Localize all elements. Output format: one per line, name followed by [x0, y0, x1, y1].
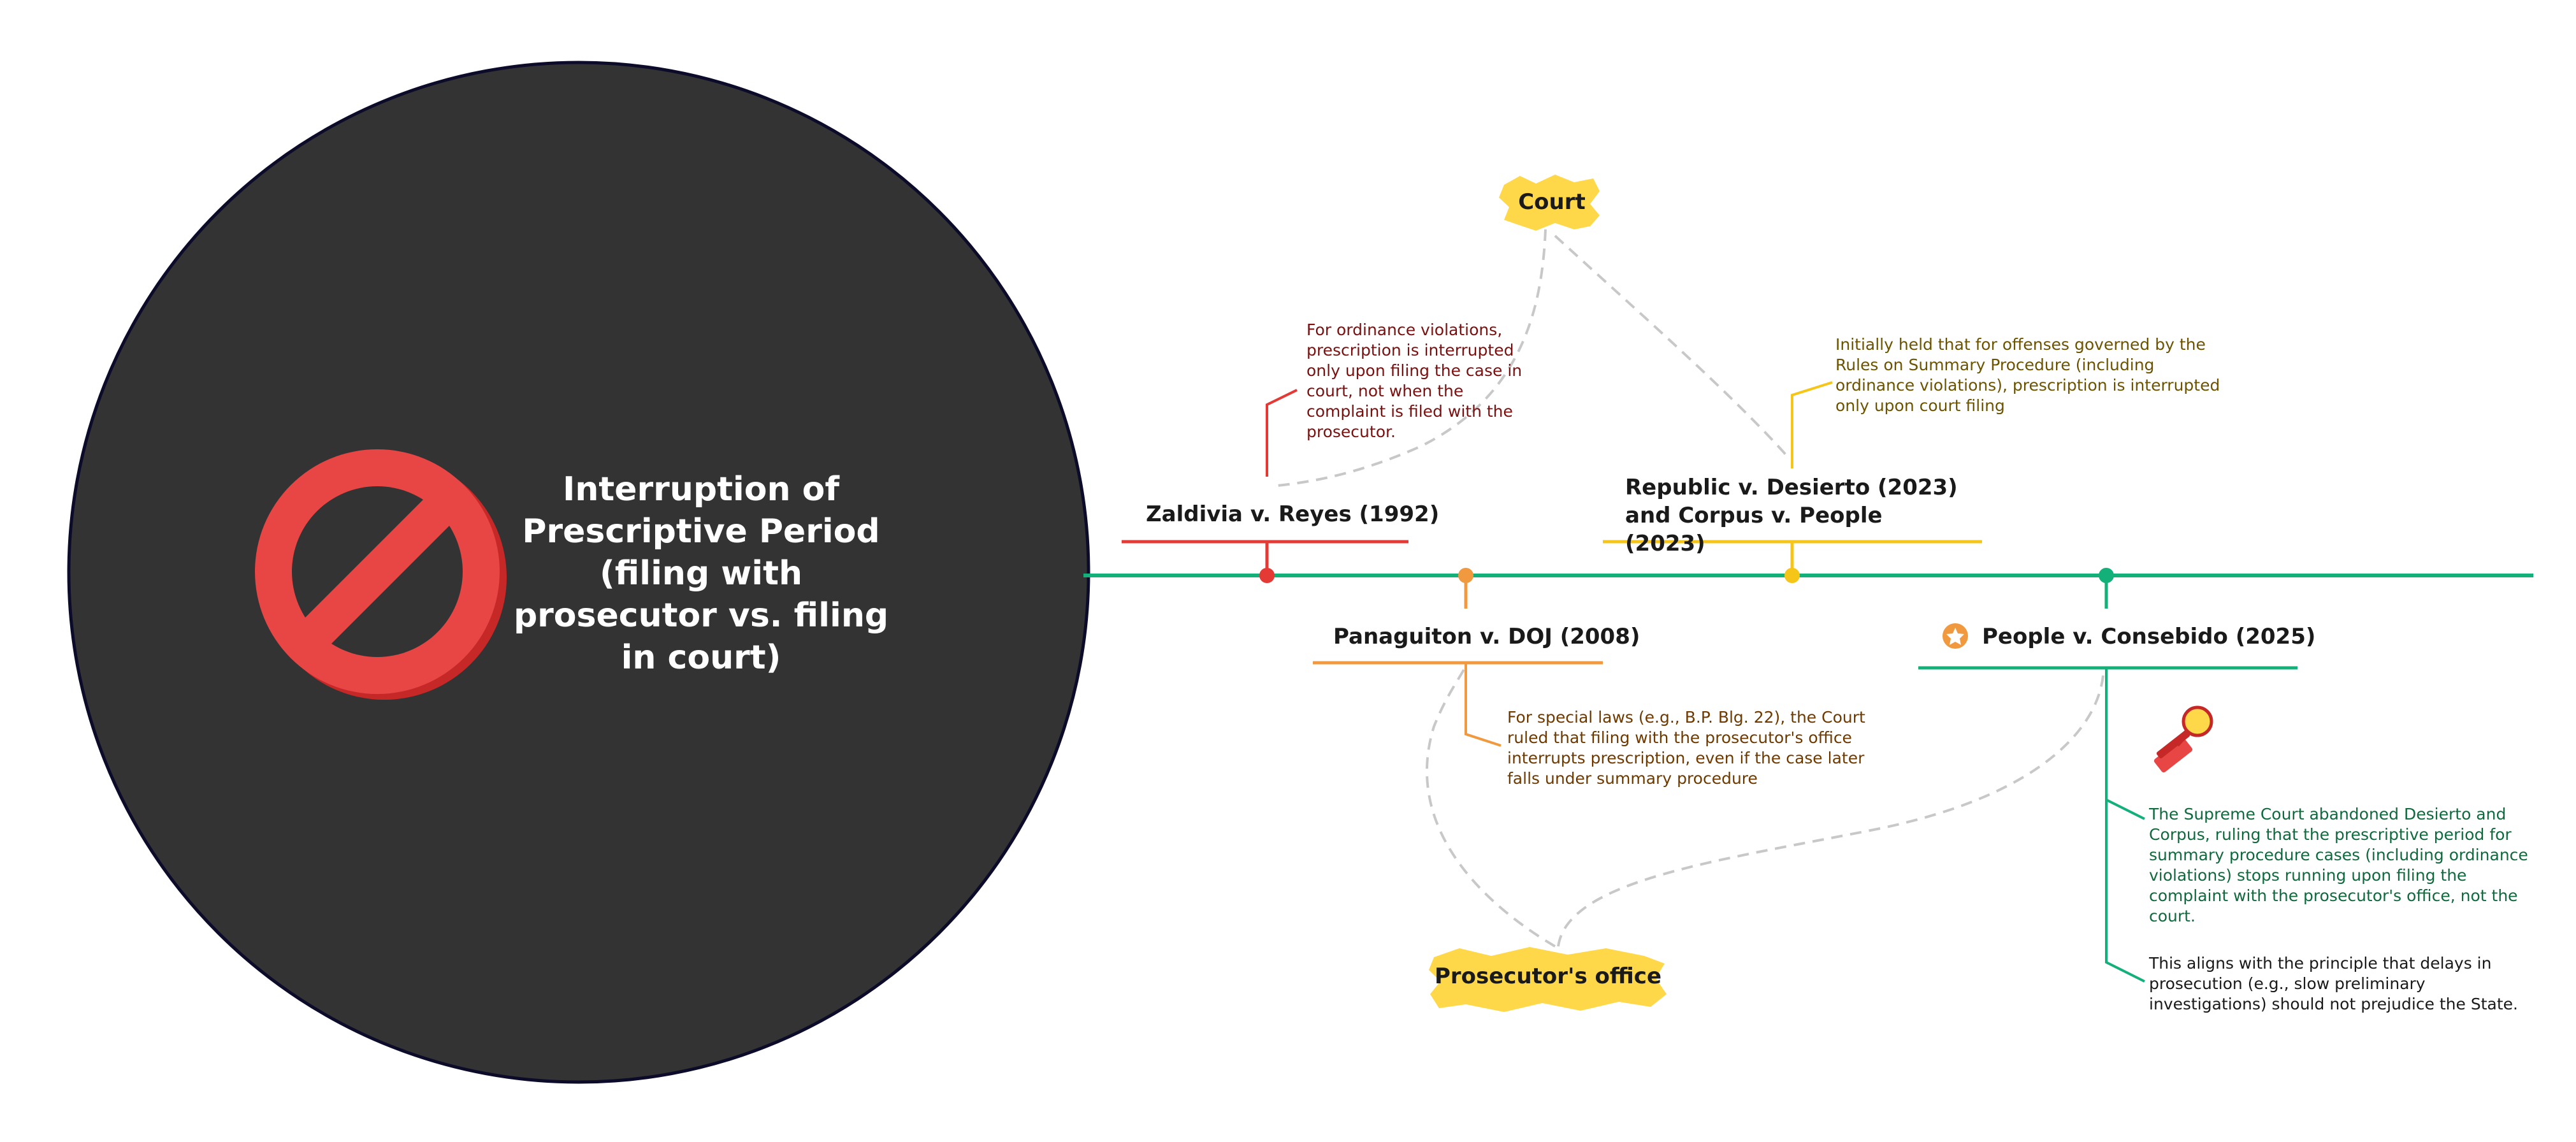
central-topic-circle[interactable] — [67, 61, 1090, 1084]
case-note-consebido-ruling: The Supreme Court abandoned Desierto and… — [2149, 805, 2528, 925]
case-note-zaldivia: For ordinance violations, prescription i… — [1306, 321, 1523, 441]
prosecutor-tag-scribble — [1429, 947, 1667, 1012]
prohibited-icon — [255, 449, 507, 700]
case-title-panaguiton[interactable]: Panaguiton v. DOJ (2008) — [1333, 624, 1640, 649]
central-topic-title[interactable]: Interruption of Prescriptive Period (fil… — [513, 470, 889, 677]
court-tag-scribble — [1499, 175, 1600, 231]
court-tag[interactable]: Court — [1518, 189, 1586, 215]
case-note-desierto-corpus: Initially held that for offenses governe… — [1835, 335, 2220, 415]
star-badge-icon — [1943, 623, 1968, 649]
panaguiton-connector — [1313, 568, 1603, 747]
relationship-lines — [1277, 229, 2104, 948]
rubber-stamp-icon — [2153, 705, 2213, 773]
desierto-connector — [1603, 381, 1982, 583]
case-title-zaldivia[interactable]: Zaldivia v. Reyes (1992) — [1146, 502, 1440, 527]
case-title-consebido[interactable]: People v. Consebido (2025) — [1982, 624, 2316, 649]
consebido-connector — [1918, 568, 2297, 983]
case-note-consebido-principle: This aligns with the principle that dela… — [2149, 954, 2518, 1013]
case-title-desierto-corpus[interactable]: Republic v. Desierto (2023) and Corpus v… — [1625, 475, 1958, 556]
case-note-panaguiton: For special laws (e.g., B.P. Blg. 22), t… — [1507, 708, 1865, 788]
prosecutors-office-tag[interactable]: Prosecutor's office — [1434, 964, 1662, 989]
zaldivia-connector — [1122, 389, 1408, 583]
